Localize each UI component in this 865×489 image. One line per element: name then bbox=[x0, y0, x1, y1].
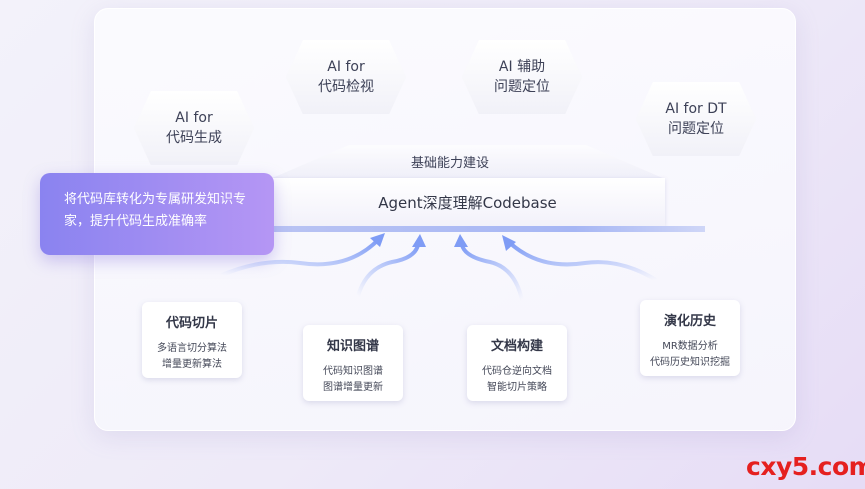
arrow-1 bbox=[220, 238, 380, 277]
capability-line1: AI for DT bbox=[665, 101, 727, 117]
source-card-code-slicing: 代码切片 多语言切分算法 增量更新算法 bbox=[142, 302, 242, 378]
card-line: 智能切片策略 bbox=[487, 382, 547, 393]
capability-line2: 代码检视 bbox=[318, 79, 374, 95]
source-card-knowledge-graph: 知识图谱 代码知识图谱 图谱增量更新 bbox=[303, 325, 403, 401]
arrow-3-head bbox=[454, 234, 468, 247]
foundation-base-edge bbox=[270, 226, 705, 232]
capability-line2: 代码生成 bbox=[166, 130, 222, 146]
source-card-evolution-history: 演化历史 MR数据分析 代码历史知识挖掘 bbox=[640, 300, 740, 376]
arrow-1-head bbox=[370, 233, 385, 247]
card-title: 文档构建 bbox=[490, 339, 543, 354]
arrow-4-head bbox=[502, 235, 516, 251]
card-title: 演化历史 bbox=[663, 314, 716, 329]
card-line: 代码仓逆向文档 bbox=[482, 366, 552, 377]
foundation-label: 基础能力建设 bbox=[410, 156, 489, 171]
card-line: MR数据分析 bbox=[662, 341, 718, 352]
capability-line1: AI for bbox=[175, 110, 213, 126]
arrow-2-head bbox=[412, 234, 426, 247]
foundation-platform: Agent深度理解Codebase bbox=[270, 178, 665, 226]
card-line: 图谱增量更新 bbox=[323, 382, 383, 393]
arrow-4 bbox=[508, 241, 658, 282]
capability-line1: AI 辅助 bbox=[498, 59, 546, 75]
arrow-2 bbox=[356, 243, 420, 298]
foundation-title: Agent深度理解Codebase bbox=[378, 193, 557, 212]
capability-line2: 问题定位 bbox=[668, 121, 724, 137]
card-line: 多语言切分算法 bbox=[157, 343, 227, 354]
arrow-3 bbox=[460, 243, 524, 302]
card-line: 代码知识图谱 bbox=[323, 366, 383, 377]
capability-line2: 问题定位 bbox=[494, 79, 550, 95]
card-title: 代码切片 bbox=[165, 316, 218, 331]
callout-box: 将代码库转化为专属研发知识专家，提升代码生成准确率 bbox=[40, 173, 274, 255]
source-card-document-building: 文档构建 代码仓逆向文档 智能切片策略 bbox=[467, 325, 567, 401]
callout-text: 将代码库转化为专属研发知识专家，提升代码生成准确率 bbox=[64, 192, 247, 229]
watermark-logo: cxy5.com bbox=[746, 452, 865, 481]
capability-problem-locating: AI 辅助 问题定位 bbox=[462, 40, 582, 114]
card-title: 知识图谱 bbox=[326, 339, 379, 354]
card-line: 增量更新算法 bbox=[162, 359, 222, 370]
capability-dt-problem-locating: AI for DT 问题定位 bbox=[636, 82, 756, 156]
capability-code-generation: AI for 代码生成 bbox=[134, 91, 254, 165]
card-line: 代码历史知识挖掘 bbox=[650, 357, 730, 368]
capability-code-review: AI for 代码检视 bbox=[286, 40, 406, 114]
capability-line1: AI for bbox=[327, 59, 365, 75]
